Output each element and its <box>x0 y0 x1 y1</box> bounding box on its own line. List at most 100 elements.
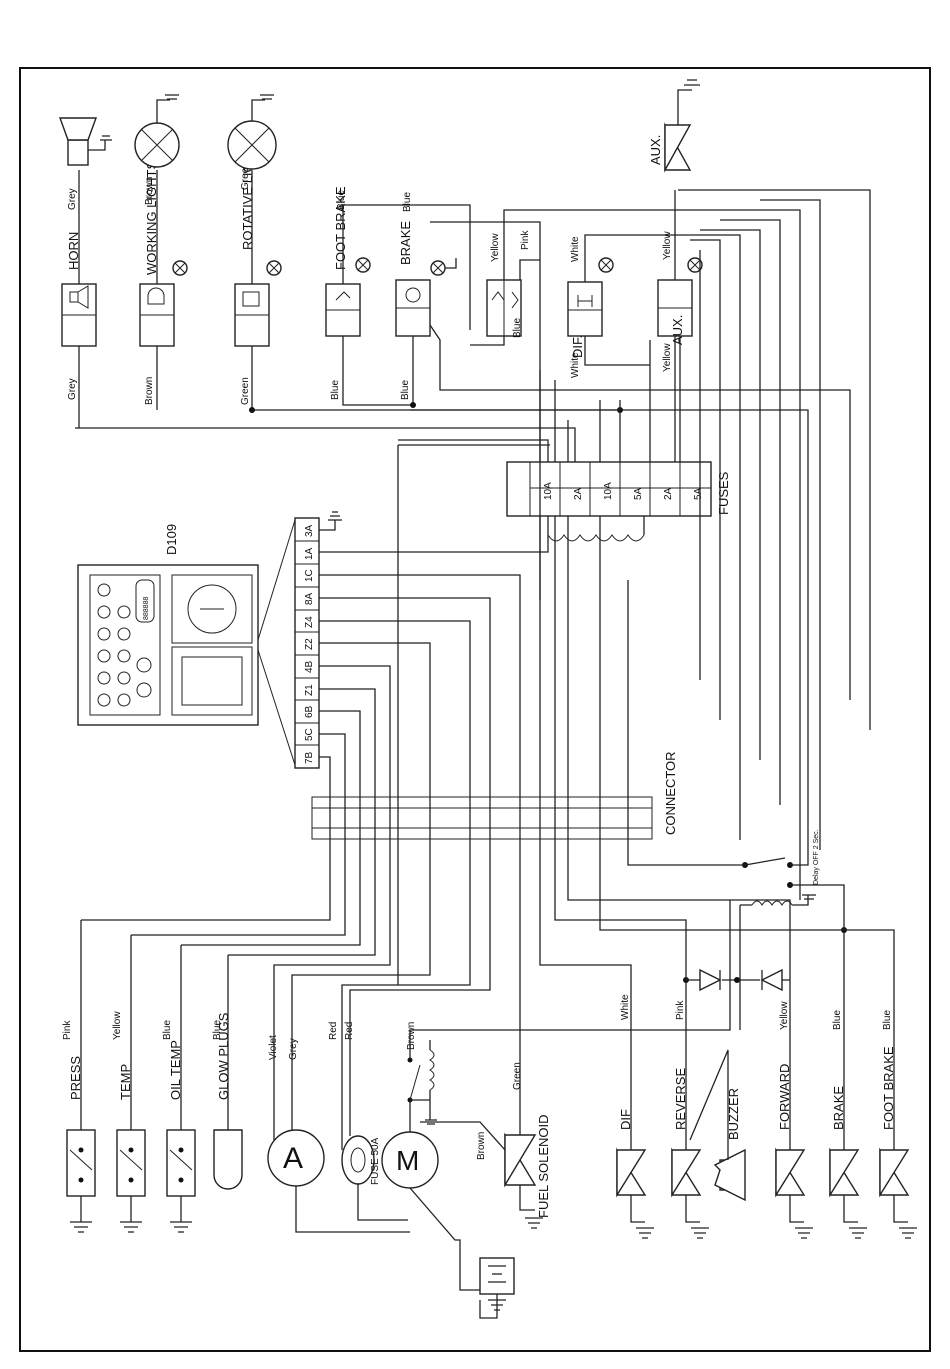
working-light-lamp <box>134 94 180 168</box>
brake-wire-1: Blue <box>400 380 411 400</box>
fuse-3: 10A <box>603 482 614 500</box>
fuel-solenoid: FUEL SOLENOID Green <box>504 585 551 1229</box>
aux-wire-2: Yellow <box>662 231 673 260</box>
pin-5C: 5C <box>304 728 315 741</box>
d109-pin-strip: 7B 5C 6B Z1 4B Z2 Z4 8A 1C 1A 3A <box>81 444 550 991</box>
direction-wire-pink: Pink <box>520 230 531 250</box>
rotative-light-label: ROTATIVE LIGHT <box>240 145 255 250</box>
brake-valve: BRAKE Blue <box>829 927 867 1239</box>
buzzer-label: BUZZER <box>726 1088 741 1140</box>
temp-wire-label: Yellow <box>112 1011 123 1040</box>
working-lights-wire-1: Brown <box>144 377 155 405</box>
main-fuse: FUSE 50A Red Red <box>328 984 408 1221</box>
motor-wire-brown-2: Brown <box>476 1132 487 1160</box>
horn-wire-1: Grey <box>67 378 78 400</box>
fuse-6: 5A <box>693 487 704 500</box>
foot-brake-wire-1: Blue <box>330 380 341 400</box>
dif-valve: DIF White <box>539 370 654 1239</box>
rotative-light-switch: ROTATIVE LIGHT Green Green <box>234 145 282 413</box>
aux-valve-label: AUX. <box>648 135 663 165</box>
press-wire-label: Pink <box>62 1020 73 1040</box>
fuse-4: 5A <box>633 487 644 500</box>
fuel-solenoid-label: FUEL SOLENOID <box>536 1114 551 1218</box>
horn-label: HORN <box>66 232 81 270</box>
forward-valve-wire: Yellow <box>779 1001 790 1030</box>
connector: CONNECTOR <box>311 751 678 840</box>
foot-brake-valve-wire: Blue <box>882 1010 893 1030</box>
foot-brake-switch-label: FOOT BRAKE <box>333 186 348 270</box>
reverse-valve-wire: Pink <box>675 1000 686 1020</box>
ammeter: A Violet Grey <box>267 964 410 1233</box>
foot-brake-valve: FOOT BRAKE Blue <box>599 400 917 1239</box>
press-switch: PRESS Pink <box>62 920 96 1233</box>
connector-label: CONNECTOR <box>663 751 678 835</box>
reverse-valve-label: REVERSE <box>673 1068 688 1130</box>
glow-plugs: GLOW PLUGS Blue <box>212 955 243 1190</box>
pin-4B: 4B <box>304 660 315 673</box>
working-lights-switch: WORKING LIGHTS Brown Brown <box>139 161 188 410</box>
brake-valve-label: BRAKE <box>831 1086 846 1130</box>
fuel-solenoid-wire: Green <box>512 1062 523 1090</box>
pin-3A: 3A <box>304 524 315 537</box>
forward-valve: FORWARD Yellow <box>567 420 813 1239</box>
glow-plugs-label: GLOW PLUGS <box>216 1012 231 1100</box>
fuse-1: 10A <box>543 482 554 500</box>
dif-wire-2: White <box>570 236 581 262</box>
aux-wire-1: Yellow <box>662 343 673 372</box>
glow-plugs-wire-label: Blue <box>212 1020 223 1040</box>
fuses-label: FUSES <box>716 471 731 515</box>
pin-Z1: Z1 <box>304 684 315 696</box>
oil-temp-switch: OIL TEMP Blue <box>162 945 196 1233</box>
pin-Z4: Z4 <box>304 616 315 628</box>
d109-label: D109 <box>164 524 179 555</box>
relay-label: Delay OFF 2 Sec. <box>813 829 820 885</box>
temp-switch: TEMP Yellow <box>112 935 146 1233</box>
press-label: PRESS <box>68 1056 83 1100</box>
forward-valve-label: FORWARD <box>777 1064 792 1130</box>
pin-1A: 1A <box>304 547 315 560</box>
pin-7B: 7B <box>304 751 315 764</box>
horn-switch: HORN Grey Grey <box>61 170 97 428</box>
dif-switch: DIF. White White <box>567 234 741 840</box>
dif-valve-label: DIF <box>618 1109 633 1130</box>
pin-1C: 1C <box>304 569 315 582</box>
working-lights-wire-2: Brown <box>144 177 155 205</box>
rotative-light-wire-2: Green <box>240 162 251 190</box>
fuse-block: 10A 2A 10A 5A 2A 5A FUSES <box>75 330 731 542</box>
oil-temp-label: OIL TEMP <box>168 1040 183 1100</box>
fuse-5: 2A <box>663 487 674 500</box>
main-fuse-label: FUSE 50A <box>370 1137 381 1185</box>
brake-switch: BRAKE Blue Blue <box>395 192 851 700</box>
direction-wire-blue: Blue <box>512 318 523 338</box>
fuse-2: 2A <box>573 487 584 500</box>
buzzer: BUZZER <box>689 1049 746 1202</box>
working-lights-label: WORKING LIGHTS <box>144 161 159 275</box>
oil-temp-wire-label: Blue <box>162 1020 173 1040</box>
brake-wire-2: Blue <box>402 192 413 212</box>
foot-brake-wire-2: Blue <box>336 190 347 210</box>
dif-switch-label: DIF. <box>570 335 585 358</box>
pin-8A: 8A <box>304 592 315 605</box>
page-border <box>19 67 931 1352</box>
horn-wire-2: Grey <box>67 188 78 210</box>
foot-brake-valve-label: FOOT BRAKE <box>881 1046 896 1130</box>
foot-brake-switch: FOOT BRAKE Blue Blue <box>325 186 471 406</box>
ammeter-label: A <box>283 1142 303 1175</box>
rotative-light-lamp <box>227 94 277 170</box>
direction-switch: Yellow Pink Blue <box>470 209 801 900</box>
brake-valve-wire: Blue <box>832 1010 843 1030</box>
aux-valve: AUX. <box>648 79 700 173</box>
dif-valve-wire: White <box>620 994 631 1020</box>
temp-label: TEMP <box>118 1064 133 1100</box>
aux-switch-label: AUX. <box>670 315 685 345</box>
motor-label: M <box>396 1145 419 1176</box>
pin-6B: 6B <box>304 705 315 718</box>
starter-motor: M Brown Brown <box>381 900 731 1291</box>
d109-display-value: 888888 <box>143 597 150 620</box>
ammeter-wire-grey: Grey <box>288 1038 299 1060</box>
battery <box>479 1257 515 1319</box>
motor-wire-brown-1: Brown <box>406 1022 417 1050</box>
brake-switch-label: BRAKE <box>398 221 413 265</box>
main-fuse-wire-1: Red <box>328 1022 339 1040</box>
